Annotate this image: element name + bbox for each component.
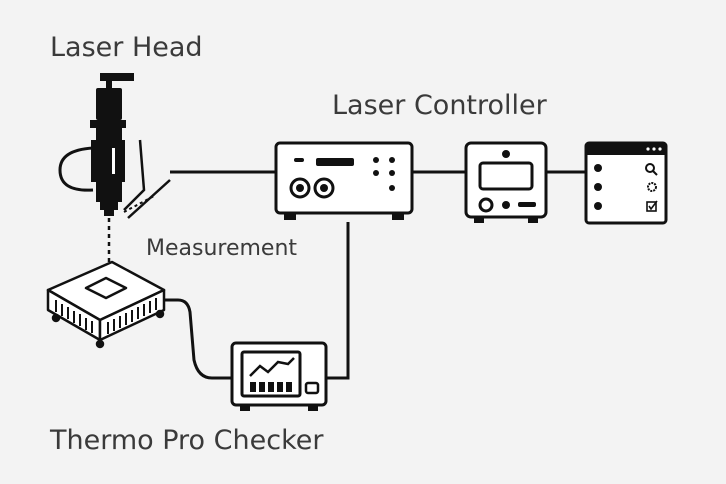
thermo-checker-label: Thermo Pro Checker <box>50 425 324 456</box>
connection-lines <box>164 170 586 380</box>
computer-window-icon <box>584 141 668 225</box>
gear-icon <box>647 182 657 192</box>
laser-controller-icon <box>274 141 414 220</box>
laser-head-label: Laser Head <box>50 32 203 63</box>
display-unit-icon <box>464 141 548 223</box>
thermo-checker-icon <box>230 341 328 411</box>
checkbox-icon <box>646 200 658 212</box>
laser-controller-label: Laser Controller <box>332 90 547 121</box>
measurement-label: Measurement <box>146 236 298 261</box>
laser-head-icon <box>58 73 171 276</box>
magnifier-icon <box>645 163 658 176</box>
platform-to-checker-line <box>164 298 232 380</box>
controller-to-checker-line <box>326 222 350 380</box>
sensor-platform-icon <box>46 260 166 349</box>
